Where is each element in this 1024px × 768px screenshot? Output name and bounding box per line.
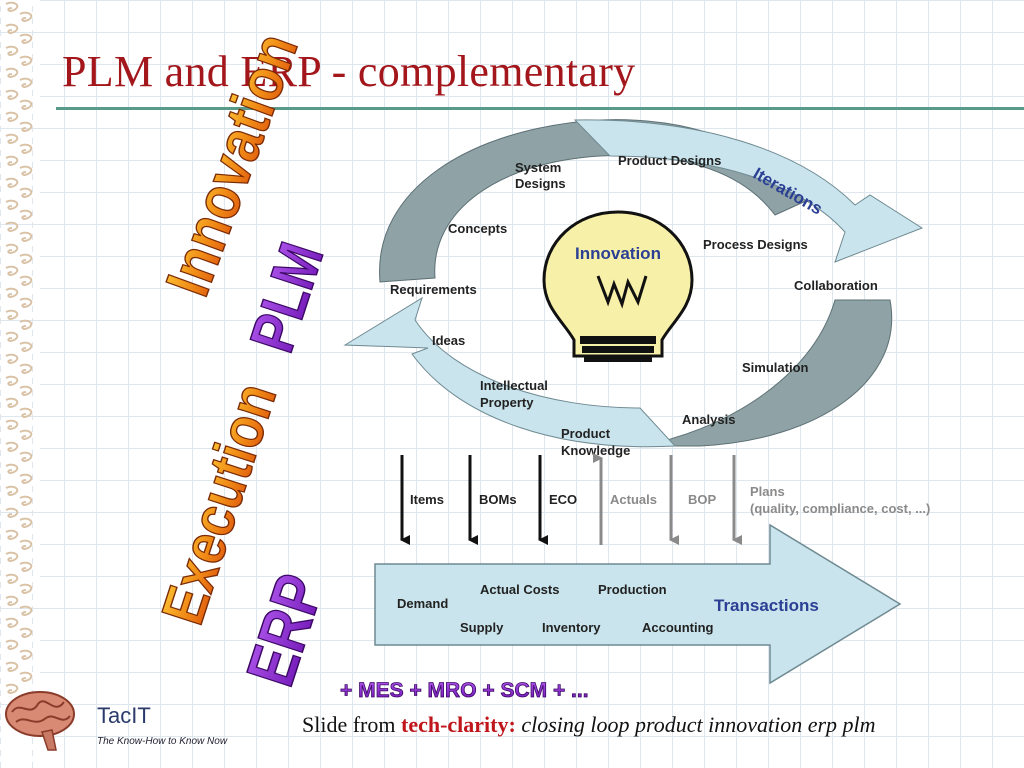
- cycle-arrow-right-side: [639, 299, 893, 447]
- handoff-label-eco: ECO: [549, 492, 577, 507]
- caption-prefix: Slide from: [302, 712, 396, 737]
- step-system-designs-line2: Designs: [515, 176, 566, 191]
- slide-title: PLM and ERP - complementary: [62, 47, 636, 96]
- cycle-arrow-top: [573, 119, 924, 263]
- handoff-labels: Items BOMs ECO Actuals BOP Plans (qualit…: [410, 484, 930, 516]
- cycle-arrows: [343, 119, 924, 448]
- caption-description: closing loop product innovation erp plm: [521, 712, 876, 737]
- handoff-label-boms: BOMs: [479, 492, 517, 507]
- transactions-label: Transactions: [714, 596, 819, 615]
- transaction-inventory: Inventory: [542, 620, 601, 635]
- step-system-designs: System Designs: [515, 160, 566, 191]
- step-analysis: Analysis: [682, 412, 735, 427]
- step-product-knowledge: Product Knowledge: [561, 426, 630, 458]
- handoff-label-plans: Plans: [750, 484, 785, 499]
- step-ideas: Ideas: [432, 333, 465, 348]
- step-product-designs: Product Designs: [618, 153, 721, 168]
- step-system-designs-line1: System: [515, 160, 561, 175]
- cycle-steps: System Designs Product Designs Concepts …: [390, 153, 878, 458]
- transaction-actual-costs: Actual Costs: [480, 582, 559, 597]
- handoff-label-items: Items: [410, 492, 444, 507]
- bulb-center-label: Innovation: [575, 244, 661, 263]
- title-divider: [56, 107, 1024, 110]
- cycle-arrow-bottom: [343, 296, 677, 448]
- lightbulb-icon: [542, 210, 694, 362]
- transaction-demand: Demand: [397, 596, 448, 611]
- slide-caption: Slide from tech-clarity: closing loop pr…: [302, 712, 876, 738]
- handoff-label-plans-detail: (quality, compliance, cost, ...): [750, 501, 930, 516]
- step-collaboration: Collaboration: [794, 278, 878, 293]
- step-concepts: Concepts: [448, 221, 507, 236]
- transaction-items: Demand Actual Costs Production Supply In…: [397, 582, 714, 635]
- handoff-arrows: [400, 453, 742, 545]
- step-process-designs: Process Designs: [703, 237, 808, 252]
- step-intellectual-property-line2: Property: [480, 395, 534, 410]
- handoff-label-actuals: Actuals: [610, 492, 657, 507]
- step-product-knowledge-line1: Product: [561, 426, 611, 441]
- plm-wordart: PLM: [237, 235, 337, 361]
- transaction-production: Production: [598, 582, 667, 597]
- brand-name: TacIT: [97, 703, 151, 728]
- step-simulation: Simulation: [742, 360, 809, 375]
- transactions-arrow: [374, 523, 902, 685]
- step-requirements: Requirements: [390, 282, 477, 297]
- step-intellectual-property: Intellectual Property: [480, 378, 552, 410]
- step-intellectual-property-line1: Intellectual: [480, 378, 548, 393]
- step-product-knowledge-line2: Knowledge: [561, 443, 630, 458]
- erp-wordart: ERP: [232, 566, 338, 695]
- transaction-accounting: Accounting: [642, 620, 714, 635]
- transaction-supply: Supply: [460, 620, 504, 635]
- curl-border-icon: [0, 0, 40, 700]
- brand-tagline: The Know-How to Know Now: [97, 736, 228, 747]
- decorative-left-border: [0, 0, 40, 768]
- extras-wordart: + MES + MRO + SCM + ...: [340, 679, 589, 702]
- caption-source: tech-clarity:: [401, 712, 516, 737]
- handoff-label-bop: BOP: [688, 492, 717, 507]
- brain-logo-icon: [5, 691, 75, 751]
